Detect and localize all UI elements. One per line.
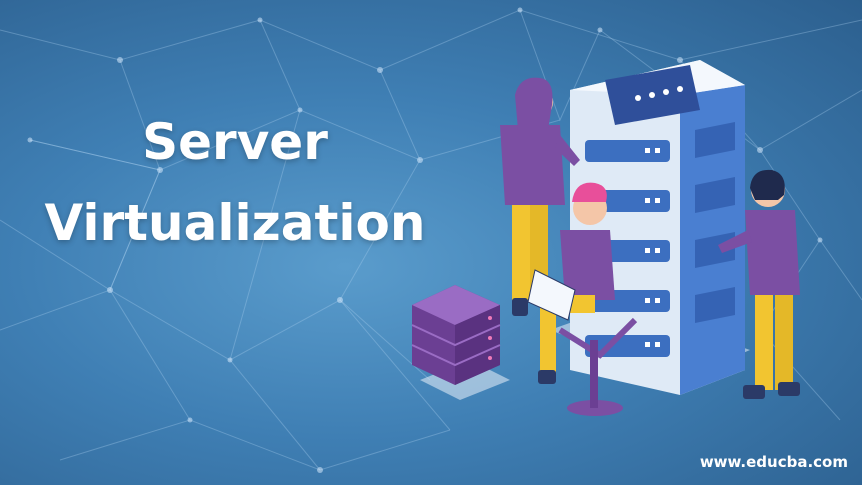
website-url[interactable]: www.educba.com bbox=[699, 453, 848, 471]
sitting-man bbox=[527, 182, 638, 416]
title-line-2: Virtualization bbox=[44, 194, 426, 252]
title-line-1: Server bbox=[142, 113, 328, 171]
standing-man bbox=[718, 169, 800, 399]
small-server-stack bbox=[411, 285, 501, 385]
server-tower bbox=[570, 60, 745, 395]
server-team-illustration bbox=[411, 60, 800, 416]
